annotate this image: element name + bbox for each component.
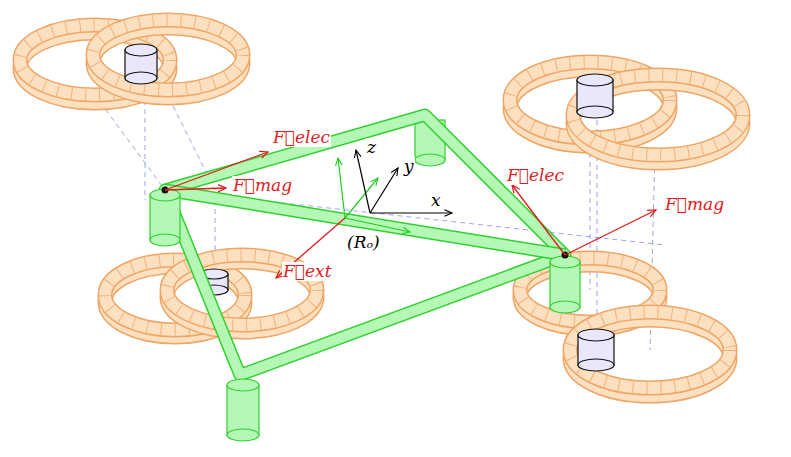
frame-label: (Rₒ) <box>346 233 381 252</box>
axis-label: x <box>430 191 442 210</box>
force-label: F⃗mag <box>664 195 725 214</box>
force-label: F⃗elec <box>272 128 331 147</box>
axis-label: z <box>366 138 377 157</box>
body-axes <box>338 158 410 232</box>
rotor-ring <box>20 20 243 103</box>
reference-axes <box>356 150 452 213</box>
drone-frame <box>150 115 580 441</box>
force-vectors <box>165 152 656 278</box>
rotor-ring <box>520 258 730 396</box>
force-label: F⃗mag <box>232 176 293 195</box>
force-label: F⃗elec <box>506 166 565 185</box>
axis-label: y <box>403 157 415 176</box>
rotor-ring <box>510 62 743 163</box>
force-label: F⃗ext <box>282 262 332 281</box>
